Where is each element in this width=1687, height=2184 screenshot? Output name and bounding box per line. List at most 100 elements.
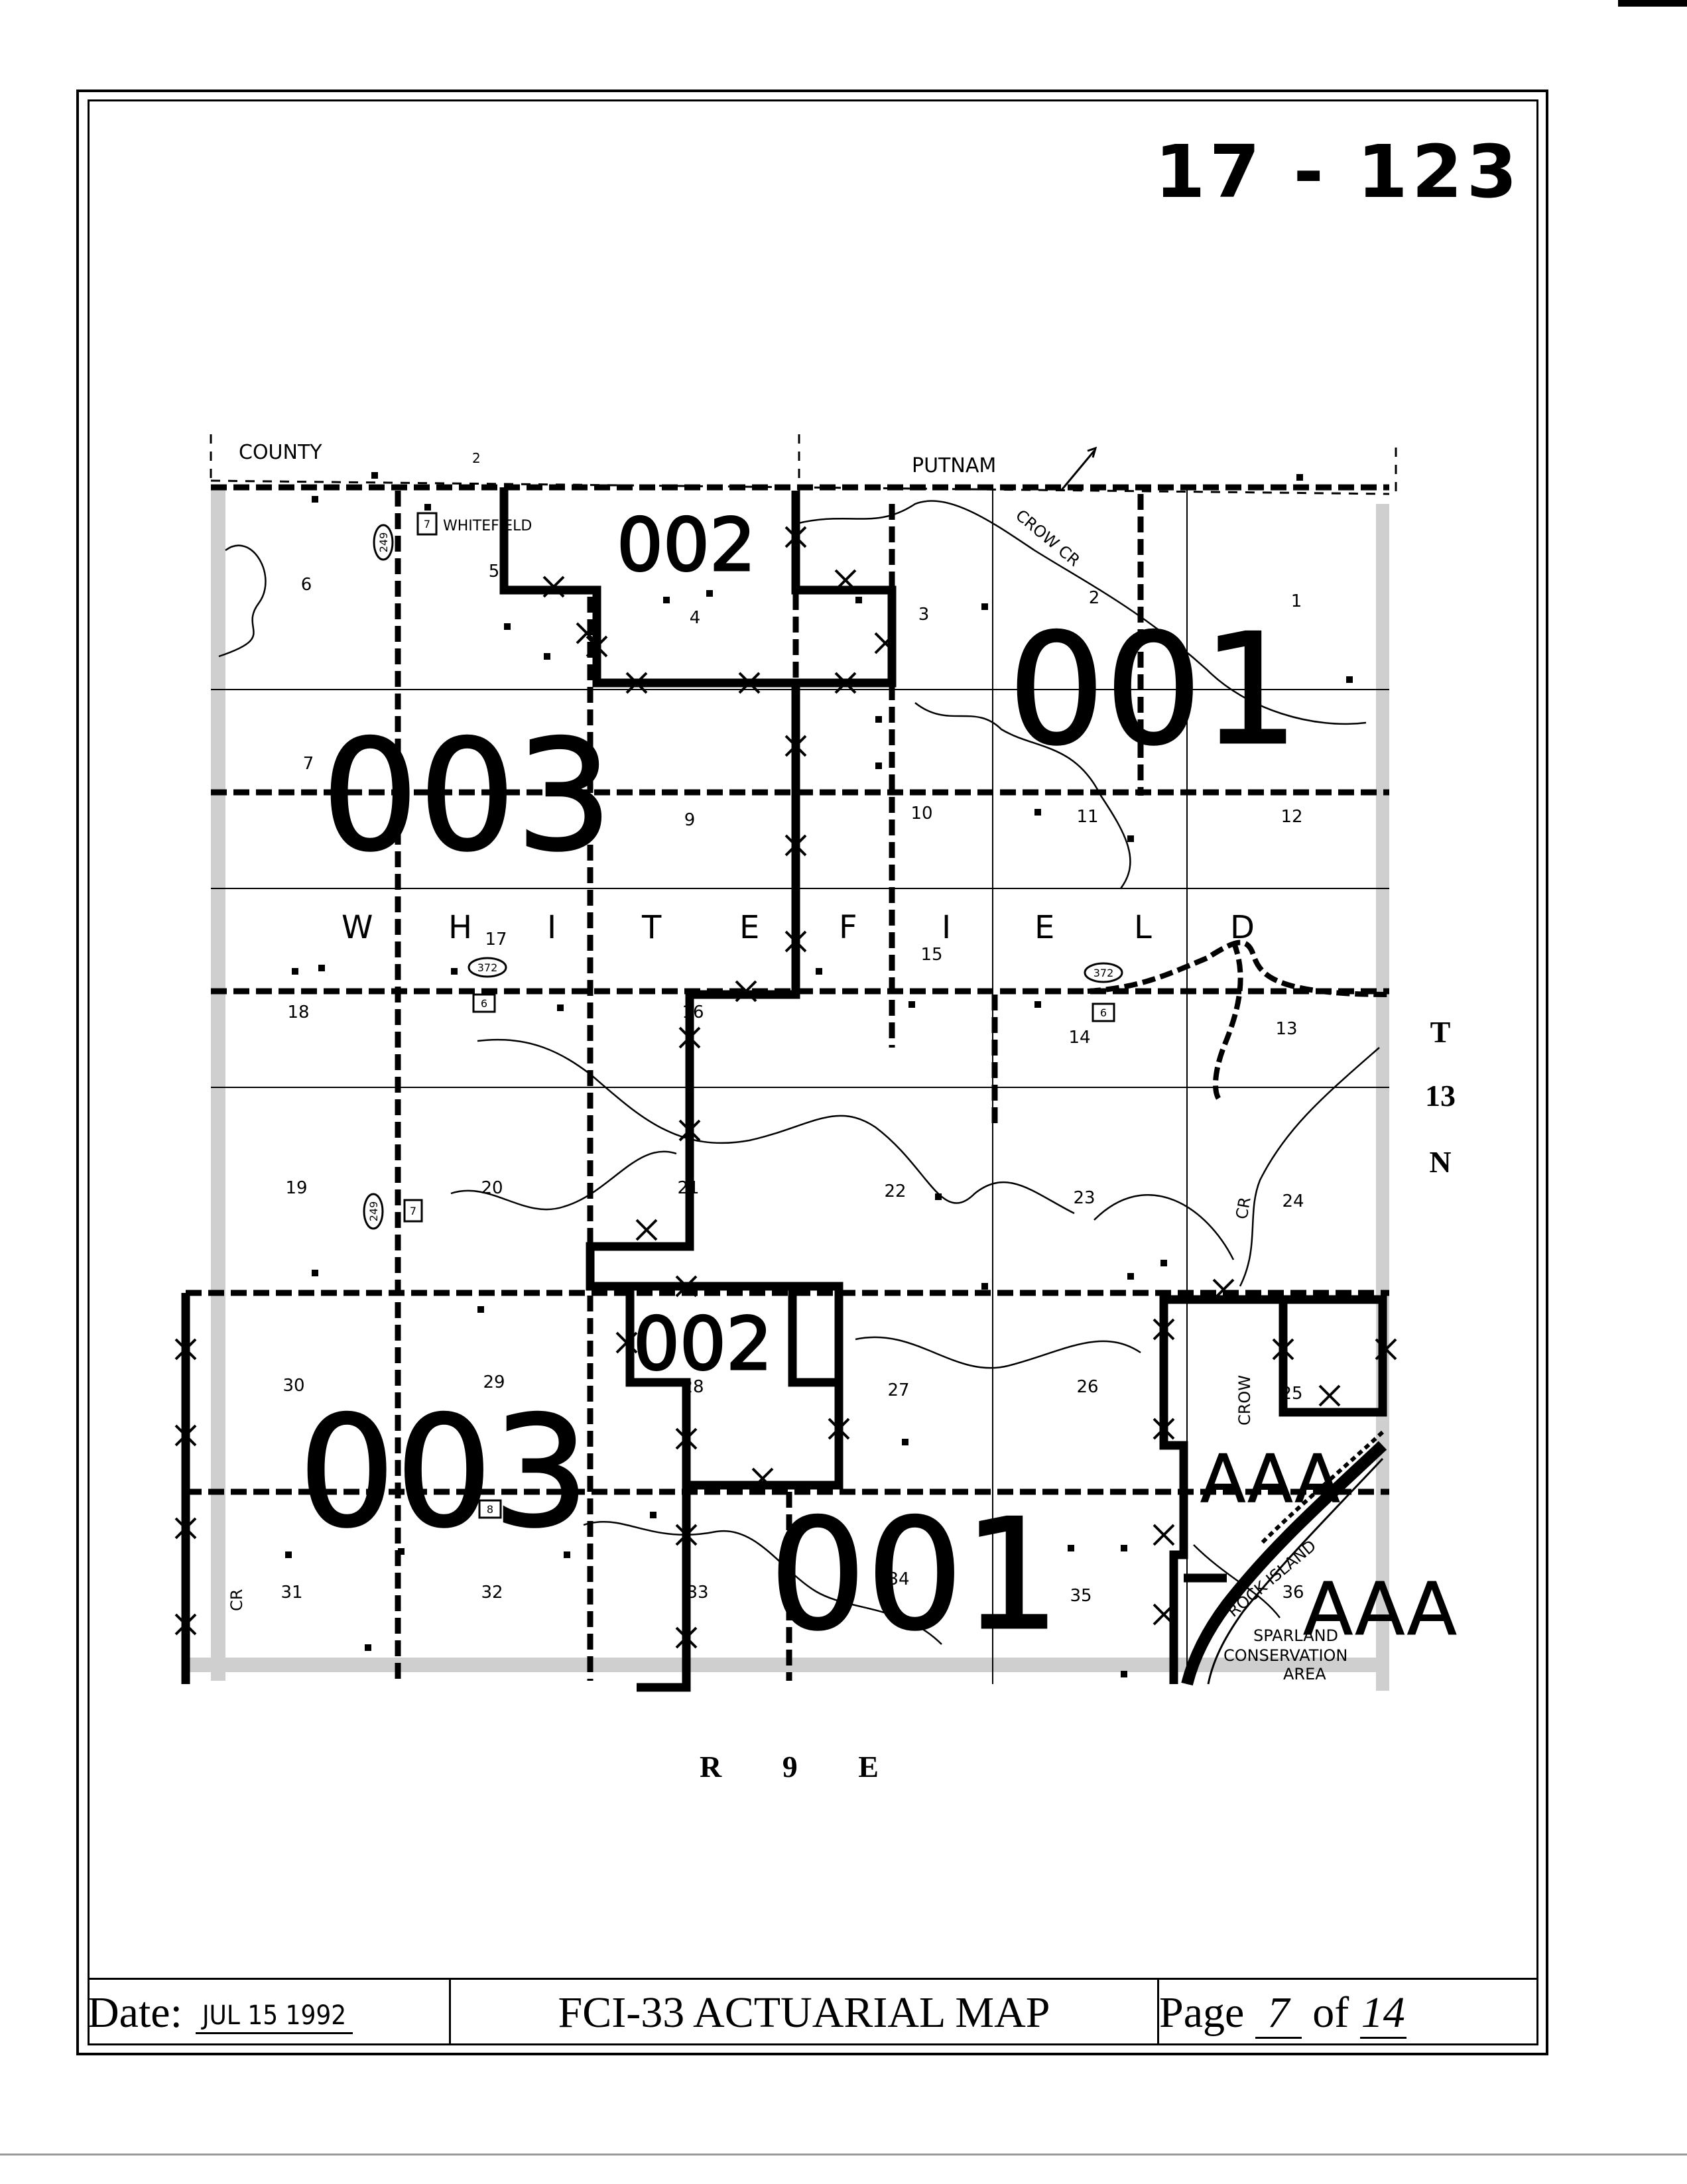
township-range-labels: T 13 N R 9 E (700, 1015, 1456, 1784)
section-number: 7 (303, 754, 314, 774)
section-number: 13 (1275, 1019, 1297, 1039)
zone-label-aaa-upper: AAA (1200, 1440, 1340, 1518)
inner-frame (88, 99, 1538, 2045)
route-shield-label: 8 (487, 1503, 493, 1516)
section-numbers: 6 5 4 3 2 1 7 8 9 10 11 12 18 17 16 15 1… (281, 562, 1304, 1606)
section-number: 8 (489, 800, 500, 820)
township-letter: H (448, 909, 472, 946)
date-stamp: JUL 15 1992 (195, 1999, 353, 2035)
footer-date-cell: Date: JUL 15 1992 (88, 1978, 451, 2044)
range-label: R 9 E (700, 1750, 905, 1784)
section-number: 2 (1089, 588, 1100, 608)
zone-label-001-south: 001 (769, 1487, 1060, 1664)
top-edge-mark (1618, 0, 1687, 7)
township-letter: I (942, 909, 951, 946)
page-current: 7 (1255, 1989, 1302, 2039)
section-number: 27 (887, 1380, 909, 1400)
zone-label-003-south: 003 (298, 1384, 590, 1561)
section-number: 23 (1073, 1188, 1095, 1208)
creek-label: CROW (1235, 1375, 1254, 1426)
section-number: 32 (481, 1583, 503, 1603)
highway-372 (1087, 940, 1390, 997)
section-number: 34 (887, 1569, 909, 1589)
area-label: SPARLAND (1253, 1626, 1338, 1645)
section-number: 24 (1282, 1191, 1304, 1211)
county-name: PUTNAM (912, 454, 996, 477)
area-label: AREA (1283, 1665, 1326, 1683)
zone-label-003-north: 003 (322, 708, 613, 885)
township-number: 13 (1425, 1079, 1456, 1113)
section-number: 15 (920, 945, 942, 965)
boundary-crossing-marks (174, 526, 1397, 1649)
section-number: 28 (682, 1377, 704, 1397)
section-number: 5 (489, 562, 500, 581)
zone-label-aaa-lower: AAA (1303, 1567, 1457, 1652)
section-number: 29 (483, 1372, 505, 1392)
section-number: 20 (481, 1178, 503, 1198)
county-label: COUNTY (239, 441, 322, 464)
section-number: 10 (910, 804, 932, 823)
section-number: 12 (1281, 807, 1302, 827)
township-letter: I (547, 909, 556, 946)
section-number: 33 (686, 1583, 708, 1603)
township-letter-n: N (1429, 1145, 1451, 1179)
township-letter: F (839, 909, 857, 946)
route-shield-label: 6 (1100, 1006, 1107, 1019)
footer-title-cell: FCI-33 ACTUARIAL MAP (451, 1978, 1159, 2044)
section-number: 18 (287, 1002, 309, 1022)
township-letter: E (1034, 909, 1054, 946)
township-letter: L (1134, 909, 1152, 946)
document-title: FCI-33 ACTUARIAL MAP (558, 1988, 1050, 2037)
footer-page-cell: Page 7 of 14 (1159, 1978, 1538, 2044)
township-letter: E (739, 909, 759, 946)
township-letter-t: T (1430, 1015, 1451, 1049)
route-shield-label: 372 (477, 961, 498, 974)
zone-label-002-south: 002 (633, 1302, 773, 1386)
rate-zone-labels: 002 001 003 003 002 001 AAA AAA (298, 502, 1458, 1666)
section-number: 35 (1070, 1586, 1092, 1606)
town-label: WHITEFIELD (443, 518, 532, 534)
creek-label: CR (227, 1589, 246, 1611)
section-number: 6 (301, 575, 312, 595)
north-arrow-icon (1060, 446, 1097, 491)
zone-boundaries (181, 487, 1387, 1692)
streams (218, 500, 1380, 1645)
bottom-edge-line (0, 2154, 1687, 2155)
section-number: 26 (1076, 1377, 1098, 1397)
route-shield-label: 249 (367, 1201, 380, 1222)
section-number: 14 (1068, 1028, 1090, 1048)
section-number: 4 (690, 608, 701, 628)
page-label: Page (1159, 1988, 1245, 2037)
route-shield-label: 7 (424, 518, 430, 530)
zone-label-001-north: 001 (1008, 602, 1299, 779)
creek-label: CROW CR (1012, 506, 1084, 570)
section-number: 22 (884, 1182, 906, 1201)
county-line (210, 434, 1397, 504)
section-number: 11 (1076, 807, 1098, 827)
route-shield-label: 249 (377, 532, 390, 553)
section-number: 1 (1291, 591, 1302, 611)
section-number: 19 (285, 1178, 307, 1198)
route-shield-label: 372 (1093, 967, 1114, 979)
top-label-fragment: 2 (472, 450, 481, 466)
section-number: 30 (282, 1376, 304, 1396)
section-number: 36 (1282, 1583, 1304, 1603)
township-letter: W (342, 909, 373, 946)
rail-and-river (1181, 1430, 1387, 1686)
route-shield-icons (363, 512, 1123, 1519)
section-number: 3 (918, 605, 930, 625)
county-road (1213, 940, 1243, 1103)
section-number: 31 (281, 1583, 302, 1603)
date-label: Date: (88, 1988, 182, 2037)
page-total: 14 (1359, 1989, 1406, 2039)
township-letter: T (641, 909, 662, 946)
area-label: CONSERVATION (1223, 1646, 1347, 1665)
section-number: 9 (684, 810, 696, 830)
route-shield-label: 7 (410, 1205, 416, 1217)
section-number: 25 (1281, 1384, 1302, 1404)
township-name: W H I T E F I E L D (342, 909, 1255, 946)
route-shield-label: 6 (481, 997, 487, 1010)
section-number: 21 (677, 1178, 699, 1198)
page-of-label: of (1312, 1988, 1349, 2037)
